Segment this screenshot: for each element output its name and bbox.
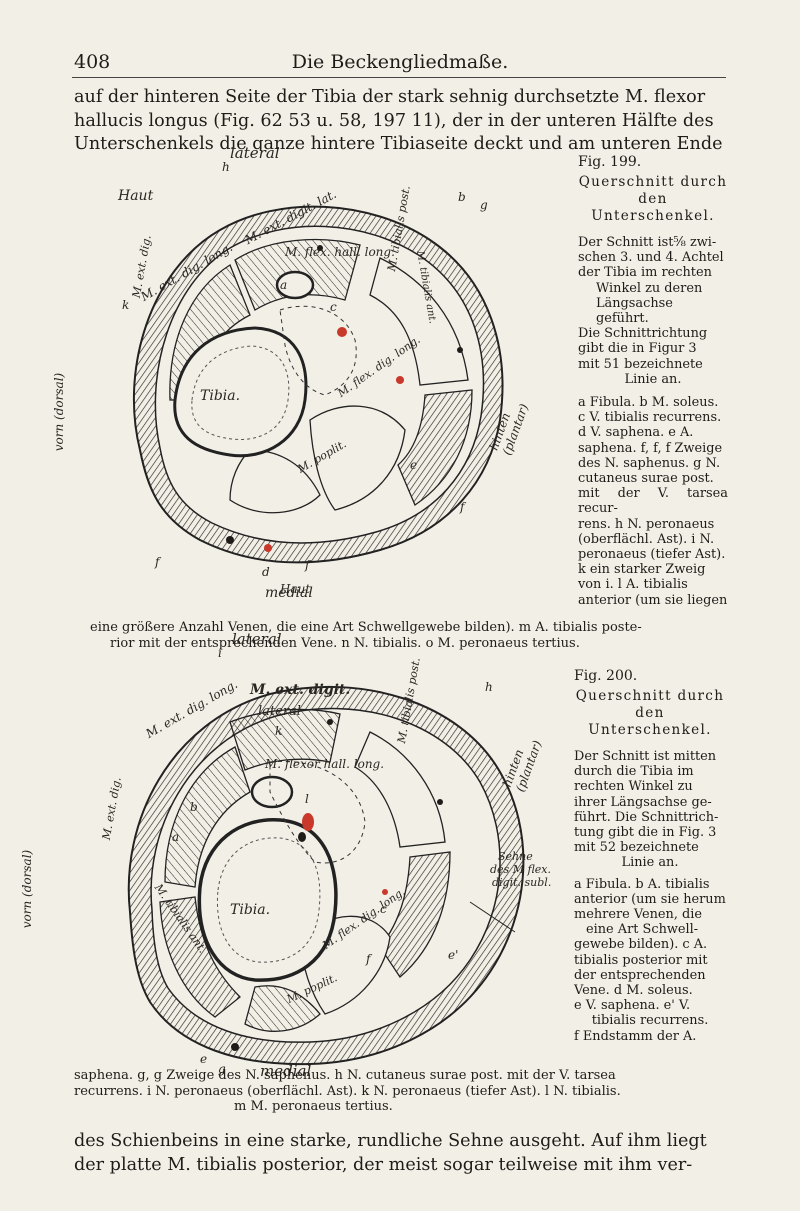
fig199-letter: a	[280, 278, 288, 292]
figure-199-label: Fig. 199.	[578, 154, 642, 170]
header-rule	[72, 77, 726, 78]
figure-199-diagram: lateral medial Tibia. Haut Haut M. ext. …	[52, 144, 540, 620]
muscle-tibialis-ant-right	[379, 851, 451, 978]
fig200-letter: f	[366, 952, 371, 966]
muscle-ext-dig-long	[164, 746, 251, 888]
fibula	[250, 775, 294, 809]
fig199-letter: f	[305, 558, 310, 572]
fig199-label-tibia: Tibia.	[200, 388, 241, 404]
muscle-poplit	[244, 985, 321, 1032]
fig200-label-tibia: Tibia.	[230, 902, 271, 918]
fig199-letter: k	[122, 298, 130, 312]
fig200-letter: i	[218, 646, 222, 660]
fig200-letter: k	[275, 724, 283, 738]
fig200-letter: l	[305, 792, 309, 806]
fig199-label-m-flex-hall: M. flex. hall. long.	[285, 245, 395, 259]
muscle-tibialis-post	[369, 257, 469, 386]
fig200-label-lateral: lateral	[232, 630, 282, 648]
intro-paragraph: auf der hinteren Seite der Tibia der sta…	[74, 86, 726, 157]
artery-dot	[382, 889, 388, 895]
fig200-label-m-ext-digit: M. ext. digit.	[250, 682, 351, 698]
fig199-letter: e	[410, 458, 418, 472]
fig199-letter: f	[155, 555, 160, 569]
fig200-label-lateral-inner: lateral	[258, 704, 301, 719]
figure-200-caption-text: Der Schnitt ist mitten durch die Tibia i…	[574, 749, 726, 1044]
fig199-label-haut-bottom: Haut	[280, 582, 311, 596]
intro-line: Unterschenkels die ganze hintere Tibiase…	[74, 134, 723, 154]
tibia-bone	[173, 326, 308, 458]
fig200-letter: e'	[448, 948, 459, 962]
figure-200-subtitle: Querschnitt durch den Unterschenkel.	[575, 688, 725, 738]
fig200-letter: g	[218, 1062, 226, 1076]
intro-line: auf der hinteren Seite der Tibia der sta…	[74, 87, 706, 107]
artery-dot	[264, 544, 272, 552]
fig200-letter: c	[380, 902, 387, 916]
closing-line: des Schienbeins in eine starke, rundlich…	[74, 1131, 707, 1151]
artery-dot	[396, 376, 404, 384]
fig200-label-sehne: Sehne des M flex. digit. subl.	[490, 850, 552, 889]
figure-199-caption: Fig. 199. Querschnitt durch den Untersch…	[578, 154, 728, 608]
muscle-ext-digit	[229, 708, 341, 771]
fibula	[275, 270, 315, 300]
artery-dot	[337, 327, 347, 337]
closing-line: der platte M. tibialis posterior, der me…	[74, 1154, 693, 1175]
fig199-letter: b	[458, 190, 466, 204]
artery-dot	[302, 813, 314, 831]
fig200-label-m-flexor-hall: M. flexor hall. long.	[265, 757, 385, 771]
fig199-letter: h	[222, 160, 230, 174]
muscle-flex-dig	[309, 405, 406, 511]
fig199-letter: g	[480, 198, 488, 212]
page-number: 408	[74, 51, 111, 73]
figure-199-caption-text: Der Schnitt ist⅝ zwi- schen 3. und 4. Ac…	[578, 235, 728, 608]
fig199-label-vorn-dorsal: vorn (dorsal)	[52, 372, 67, 452]
muscle-tibialis-post	[354, 731, 446, 848]
figure-200-diagram: lateral medial Tibia. M. ext. digit. M. …	[20, 630, 560, 1092]
fig199-label-lateral: lateral	[230, 144, 280, 162]
intro-line: hallucis longus (Fig. 62 53 u. 58, 197 1…	[74, 110, 714, 131]
fig199-letter: c	[330, 300, 337, 314]
tibia-bone	[197, 818, 338, 982]
fig199-letter: d	[262, 565, 270, 579]
fig199-letter: f	[460, 500, 465, 514]
fig199-label-haut-top: Haut	[118, 188, 154, 204]
fig200-label-medial: medial	[260, 1062, 312, 1080]
figure-199-subtitle: Querschnitt durch den Unterschenkel.	[578, 174, 728, 224]
figure-200-label: Fig. 200.	[574, 668, 638, 684]
cross-section-199-svg	[133, 205, 504, 564]
figure-199-caption-continuation: eine größere Anzahl Venen, die eine Art …	[90, 620, 642, 651]
running-title: Die Beckengliedmaße.	[291, 51, 509, 73]
closing-paragraph: des Schienbeins in eine starke, rundlich…	[74, 1130, 726, 1177]
fig200-letter: a	[172, 830, 180, 844]
figure-200-caption: Fig. 200. Querschnitt durch den Untersch…	[574, 668, 726, 1044]
cross-section-200-svg	[127, 685, 525, 1066]
fig200-label-vorn-dorsal: vorn (dorsal)	[20, 849, 35, 929]
fig199-label-medial: medial	[265, 585, 313, 601]
figure-200-caption-continuation: saphena. g, g Zweige des N. saphenus. h …	[74, 1068, 621, 1115]
fig200-letter: e	[200, 1052, 208, 1066]
fig200-letter: b	[190, 800, 198, 814]
fig200-letter: h	[485, 680, 493, 694]
muscle-poplit	[229, 449, 321, 514]
muscle-tibialis-ant-right	[397, 389, 473, 506]
